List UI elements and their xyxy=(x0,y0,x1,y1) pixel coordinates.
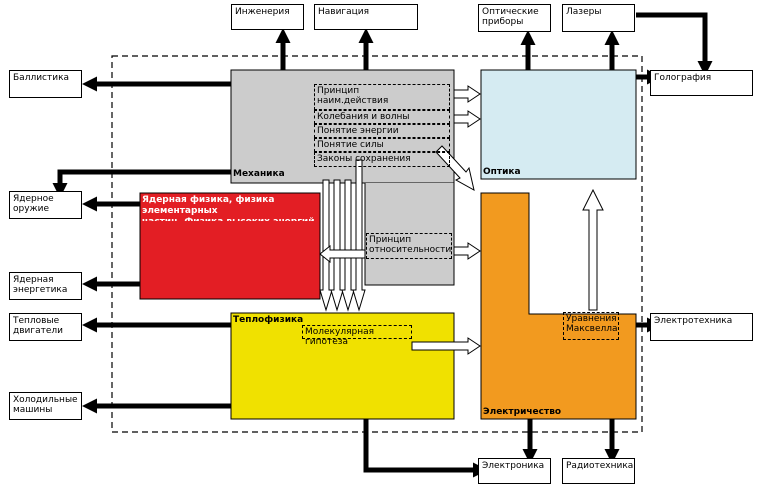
black-arrows xyxy=(52,12,713,478)
physics-boundary-frame xyxy=(111,55,643,433)
arrow-oscillations-to-optics xyxy=(453,110,481,128)
mechanics-title: Механика xyxy=(233,169,285,179)
nuclear-weapons-box: Ядерное оружие xyxy=(9,191,82,219)
force-box: Понятие силы xyxy=(314,138,450,152)
electricity-area xyxy=(480,192,637,420)
radio-engineering-box: Радиотехника xyxy=(562,458,635,484)
principle-action-box: Принцип наим.действия xyxy=(314,84,450,110)
arrow-mech-to-thermo-2 xyxy=(330,179,344,312)
arrow-mech-to-thermo-1 xyxy=(319,179,333,312)
arrow-mechanics-to-electricity xyxy=(435,145,475,191)
optics-area xyxy=(480,69,637,180)
arrow-to-nuclear-weapons-top xyxy=(52,169,231,198)
arrow-principle-to-optics xyxy=(453,85,481,103)
electrical-engineering-box: Электротехника xyxy=(650,313,753,341)
heat-engines-box: Тепловые двигатели xyxy=(9,313,82,341)
conservation-box: Законы сохранения xyxy=(314,152,450,167)
arrow-mech-to-thermo-3 xyxy=(341,179,355,312)
nuclear-title: Ядерная физика, физика элементарных част… xyxy=(142,195,315,221)
thermo-title: Теплофизика xyxy=(233,315,304,325)
arrow-maxwell-to-optics xyxy=(582,188,604,311)
mechanics-extension xyxy=(365,183,454,285)
electronics-box: Электроника xyxy=(478,458,551,484)
oscillations-box: Колебания и волны xyxy=(314,110,450,124)
optics-title: Оптика xyxy=(483,167,521,177)
holography-box: Голография xyxy=(650,70,753,96)
arrow-mech-to-nuclear xyxy=(319,244,366,264)
relativity-box: Принцип относительности xyxy=(366,233,452,259)
mechanics-area xyxy=(230,69,455,184)
navigation-box: Навигация xyxy=(314,4,418,30)
ballistics-box: Баллистика xyxy=(9,70,82,98)
mechanics-extension-border xyxy=(364,183,455,286)
arrow-lasers-to-holography xyxy=(636,12,713,76)
arrow-to-electronics xyxy=(363,419,488,478)
lasers-box: Лазеры xyxy=(562,4,635,32)
thermo-area xyxy=(230,312,455,420)
molecular-box: Молекулярная гипотеза xyxy=(302,325,412,347)
refrigerators-box: Холодильные машины xyxy=(9,392,82,420)
arrow-molecular-to-electricity xyxy=(411,337,481,355)
electricity-title: Электричество xyxy=(483,407,562,417)
arrow-mech-to-thermo-4 xyxy=(352,159,366,312)
optical-devices-box: Оптические приборы xyxy=(478,4,551,32)
nuclear-energy-box: Ядерная энергетика xyxy=(9,272,82,300)
maxwell-box: Уравнения Максвелла xyxy=(563,312,619,340)
arrow-relativity-to-electricity xyxy=(453,242,481,260)
nuclear-area xyxy=(139,192,321,300)
energy-box: Понятие энергии xyxy=(314,124,450,138)
engineering-box: Инженерия xyxy=(231,4,304,30)
hollow-arrows xyxy=(319,85,604,355)
